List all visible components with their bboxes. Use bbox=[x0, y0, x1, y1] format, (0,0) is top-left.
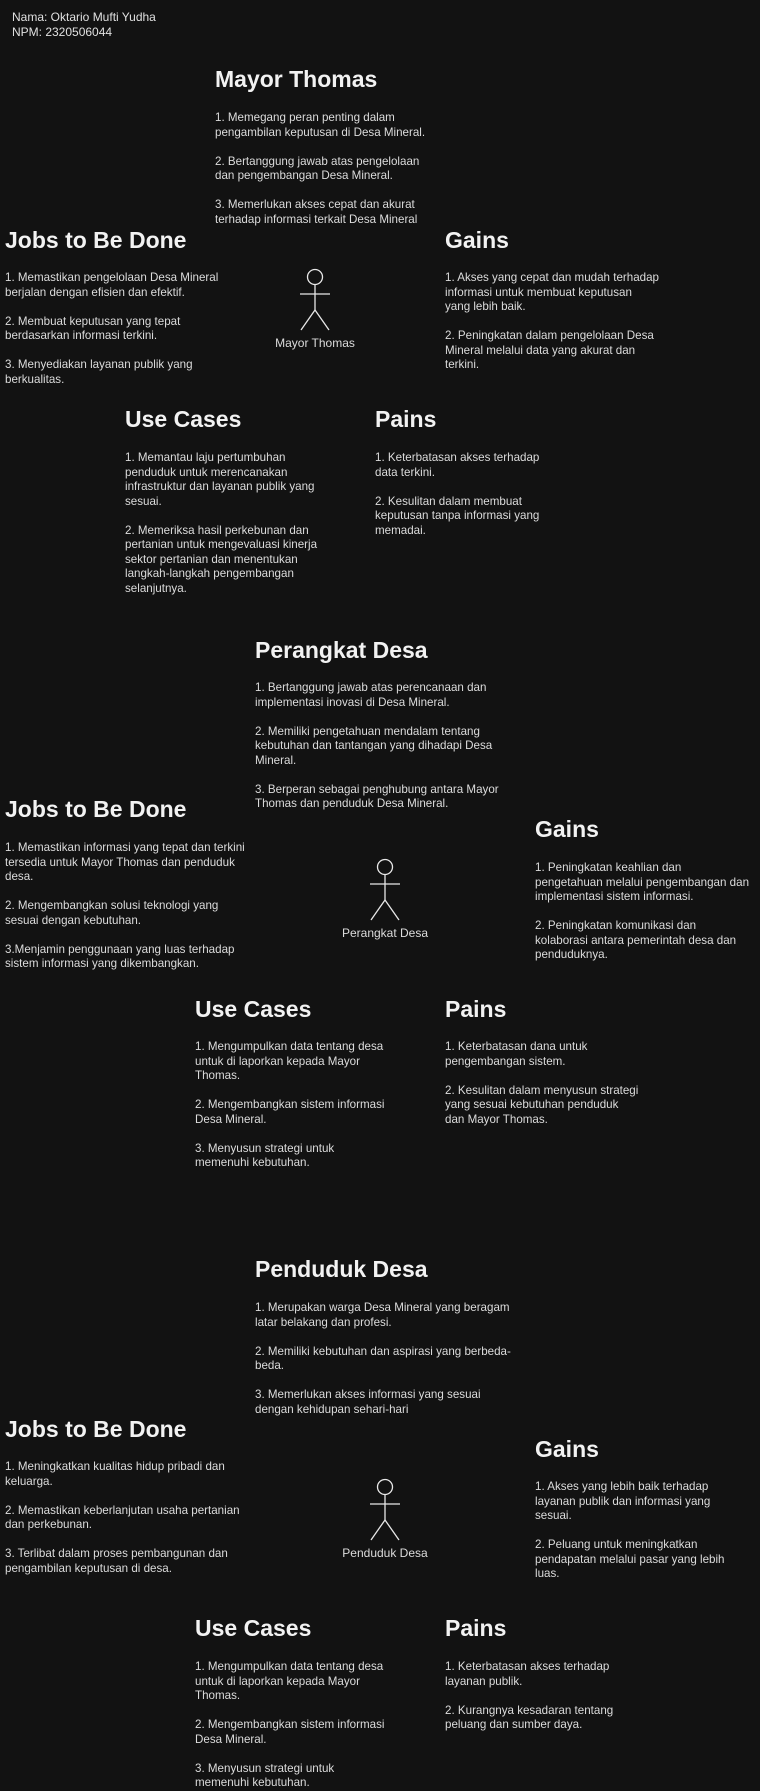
pains-title: Pains bbox=[445, 1615, 507, 1641]
description-item: 3. Memerlukan akses cepat dan akurat ter… bbox=[215, 198, 418, 226]
description-item: 1. Memegang peran penting dalam pengambi… bbox=[215, 111, 426, 139]
persona-description-penduduk-desa: 1. Merupakan warga Desa Mineral yang ber… bbox=[255, 1301, 511, 1417]
description-item: 2. Memiliki pengetahuan mendalam tentang… bbox=[255, 724, 493, 767]
usecases-title: Use Cases bbox=[125, 406, 242, 432]
pains-title: Pains bbox=[445, 996, 507, 1022]
usecases-list: 1. Memantau laju pertumbuhan penduduk un… bbox=[125, 451, 317, 596]
persona-description-perangkat-desa: 1. Bertanggung jawab atas perencanaan da… bbox=[255, 681, 499, 812]
author-info: Nama: Oktario Mufti Yudha NPM: 232050604… bbox=[12, 10, 156, 40]
pains-item: 1. Keterbatasan dana untuk pengembangan … bbox=[445, 1040, 588, 1068]
gains-list: 1. Akses yang lebih baik terhadap layana… bbox=[535, 1480, 725, 1582]
jobs-item: 3. Menyediakan layanan publik yang berku… bbox=[5, 358, 193, 386]
jobs-item: 1. Memastikan pengelolaan Desa Mineral b… bbox=[5, 271, 219, 299]
usecases-list: 1. Mengumpulkan data tentang desa untuk … bbox=[195, 1660, 384, 1791]
jobs-title: Jobs to Be Done bbox=[5, 796, 187, 822]
usecases-item: 2. Mengembangkan sistem informasi Desa M… bbox=[195, 1718, 385, 1746]
actor-label: Perangkat Desa bbox=[341, 926, 429, 940]
actor-mayor-thomas: Mayor Thomas bbox=[255, 268, 375, 350]
description-item: 3. Memerlukan akses informasi yang sesua… bbox=[255, 1388, 481, 1416]
jobs-item: 1. Memastikan informasi yang tepat dan t… bbox=[5, 841, 245, 883]
usecases-list: 1. Mengumpulkan data tentang desa untuk … bbox=[195, 1040, 384, 1171]
author-npm: NPM: 2320506044 bbox=[12, 25, 113, 39]
stick-figure-icon bbox=[370, 1478, 400, 1541]
pains-item: 2. Kesulitan dalam menyusun strategi yan… bbox=[445, 1083, 639, 1126]
gains-item: 2. Peluang untuk meningkatkan pendapatan… bbox=[535, 1538, 725, 1580]
gains-title: Gains bbox=[535, 1436, 599, 1462]
description-item: 2. Bertanggung jawab atas pengelolaan da… bbox=[215, 154, 420, 183]
jobs-item: 2. Mengembangkan solusi teknologi yang s… bbox=[5, 899, 219, 927]
gains-item: 2. Peningkatan komunikasi dan kolaborasi… bbox=[535, 919, 737, 961]
usecases-item: 2. Memeriksa hasil perkebunan dan pertan… bbox=[125, 523, 318, 595]
jobs-list: 1. Memastikan pengelolaan Desa Mineral b… bbox=[5, 271, 218, 387]
description-item: 1. Bertanggung jawab atas perencanaan da… bbox=[255, 681, 487, 709]
jobs-item: 1. Meningkatkan kualitas hidup pribadi d… bbox=[5, 1460, 225, 1488]
jobs-title: Jobs to Be Done bbox=[5, 1416, 187, 1442]
jobs-list: 1. Memastikan informasi yang tepat dan t… bbox=[5, 841, 245, 972]
actor-label: Penduduk Desa bbox=[342, 1546, 428, 1560]
jobs-item: 3.Menjamin penggunaan yang luas terhadap… bbox=[5, 942, 235, 971]
usecases-item: 1. Memantau laju pertumbuhan penduduk un… bbox=[125, 451, 315, 508]
jobs-item: 2. Membuat keputusan yang tepat berdasar… bbox=[5, 314, 181, 343]
pains-list: 1. Keterbatasan dana untuk pengembangan … bbox=[445, 1040, 638, 1127]
pains-item: 2. Kurangnya kesadaran tentang peluang d… bbox=[445, 1703, 614, 1732]
pains-item: 2. Kesulitan dalam membuat keputusan tan… bbox=[375, 494, 540, 537]
actor-penduduk-desa: Penduduk Desa bbox=[325, 1478, 445, 1560]
usecases-item: 2. Mengembangkan sistem informasi Desa M… bbox=[195, 1098, 385, 1126]
persona-title-penduduk-desa: Penduduk Desa bbox=[255, 1256, 428, 1282]
gains-item: 2. Peningkatan dalam pengelolaan Desa Mi… bbox=[445, 329, 654, 371]
persona-title-perangkat-desa: Perangkat Desa bbox=[255, 637, 428, 663]
stick-figure-icon bbox=[300, 268, 330, 331]
stick-figure-icon bbox=[370, 858, 400, 921]
gains-item: 1. Peningkatan keahlian dan pengetahuan … bbox=[535, 861, 750, 903]
persona-title-mayor-thomas: Mayor Thomas bbox=[215, 66, 378, 92]
usecases-item: 1. Mengumpulkan data tentang desa untuk … bbox=[195, 1040, 384, 1082]
description-item: 2. Memiliki kebutuhan dan aspirasi yang … bbox=[255, 1344, 511, 1373]
usecases-title: Use Cases bbox=[195, 996, 312, 1022]
pains-item: 1. Keterbatasan akses terhadap layanan p… bbox=[445, 1660, 610, 1688]
jobs-item: 3. Terlibat dalam proses pembangunan dan… bbox=[5, 1547, 228, 1575]
gains-item: 1. Akses yang cepat dan mudah terhadap i… bbox=[445, 271, 659, 313]
usecases-item: 1. Mengumpulkan data tentang desa untuk … bbox=[195, 1660, 384, 1702]
jobs-title: Jobs to Be Done bbox=[5, 227, 187, 253]
description-item: 3. Berperan sebagai penghubung antara Ma… bbox=[255, 782, 499, 811]
pains-list: 1. Keterbatasan akses terhadap data terk… bbox=[375, 451, 539, 538]
gains-list: 1. Akses yang cepat dan mudah terhadap i… bbox=[445, 271, 659, 373]
jobs-item: 2. Memastikan keberlanjutan usaha pertan… bbox=[5, 1503, 240, 1532]
usecases-title: Use Cases bbox=[195, 1615, 312, 1641]
pains-list: 1. Keterbatasan akses terhadap layanan p… bbox=[445, 1660, 613, 1733]
pains-item: 1. Keterbatasan akses terhadap data terk… bbox=[375, 451, 540, 479]
persona-description-mayor-thomas: 1. Memegang peran penting dalam pengambi… bbox=[215, 111, 425, 227]
description-item: 1. Merupakan warga Desa Mineral yang ber… bbox=[255, 1301, 510, 1329]
gains-title: Gains bbox=[535, 816, 599, 842]
usecases-item: 3. Menyusun strategi untuk memenuhi kebu… bbox=[195, 1761, 335, 1790]
gains-list: 1. Peningkatan keahlian dan pengetahuan … bbox=[535, 861, 749, 963]
usecases-item: 3. Menyusun strategi untuk memenuhi kebu… bbox=[195, 1141, 335, 1170]
actor-label: Mayor Thomas bbox=[275, 336, 355, 350]
pains-title: Pains bbox=[375, 406, 437, 432]
actor-perangkat-desa: Perangkat Desa bbox=[325, 858, 445, 940]
gains-title: Gains bbox=[445, 227, 509, 253]
jobs-list: 1. Meningkatkan kualitas hidup pribadi d… bbox=[5, 1460, 240, 1576]
gains-item: 1. Akses yang lebih baik terhadap layana… bbox=[535, 1480, 711, 1522]
author-name: Nama: Oktario Mufti Yudha bbox=[12, 10, 156, 24]
